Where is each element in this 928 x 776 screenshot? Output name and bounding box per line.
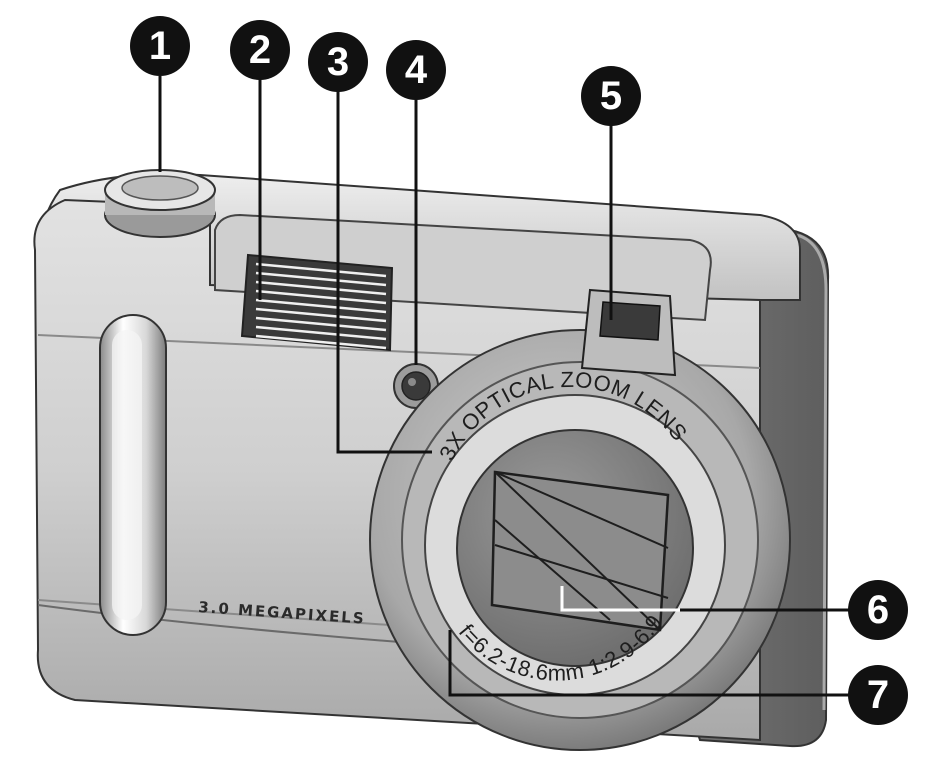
flash-grille-line <box>255 262 387 278</box>
callout-number-4: 4 <box>405 48 428 92</box>
flash-grille-line <box>255 325 387 341</box>
callout-badge-7: 7 <box>848 665 908 725</box>
callout-badge-6: 6 <box>848 580 908 640</box>
callout-badge-4: 4 <box>386 40 446 100</box>
flash-window <box>240 253 394 352</box>
flash-grille-line <box>255 280 387 296</box>
flash-grille-line <box>255 334 387 350</box>
callout-badge-3: 3 <box>308 32 368 92</box>
callout-number-6: 6 <box>867 588 889 632</box>
callout-badge-5: 5 <box>581 66 641 126</box>
callout-badge-2: 2 <box>230 20 290 80</box>
flash-grille-line <box>255 307 387 323</box>
callouts: 1 2 3 4 5 6 7 <box>130 16 908 725</box>
lens-barrier <box>490 470 670 632</box>
callout-number-2: 2 <box>249 28 271 72</box>
flash-grille-line <box>255 271 387 287</box>
viewfinder <box>580 288 677 377</box>
hand-grip <box>99 314 167 636</box>
flash-grille-line <box>255 316 387 332</box>
leader-lines <box>158 76 850 697</box>
lens-assembly: 3X OPTICAL ZOOM LENS f=6.2-18.6mm 1:2.9-… <box>369 329 791 751</box>
callout-number-3: 3 <box>327 40 349 84</box>
callout-number-1: 1 <box>149 24 171 68</box>
callout-number-5: 5 <box>600 74 622 118</box>
callout-number-7: 7 <box>867 673 889 717</box>
leader-line-3 <box>336 88 432 454</box>
leader-line-7 <box>448 630 850 697</box>
flash-grille-line <box>255 298 387 314</box>
flash-grille-line <box>255 289 387 305</box>
shutter-button <box>104 169 216 238</box>
callout-badge-1: 1 <box>130 16 190 76</box>
